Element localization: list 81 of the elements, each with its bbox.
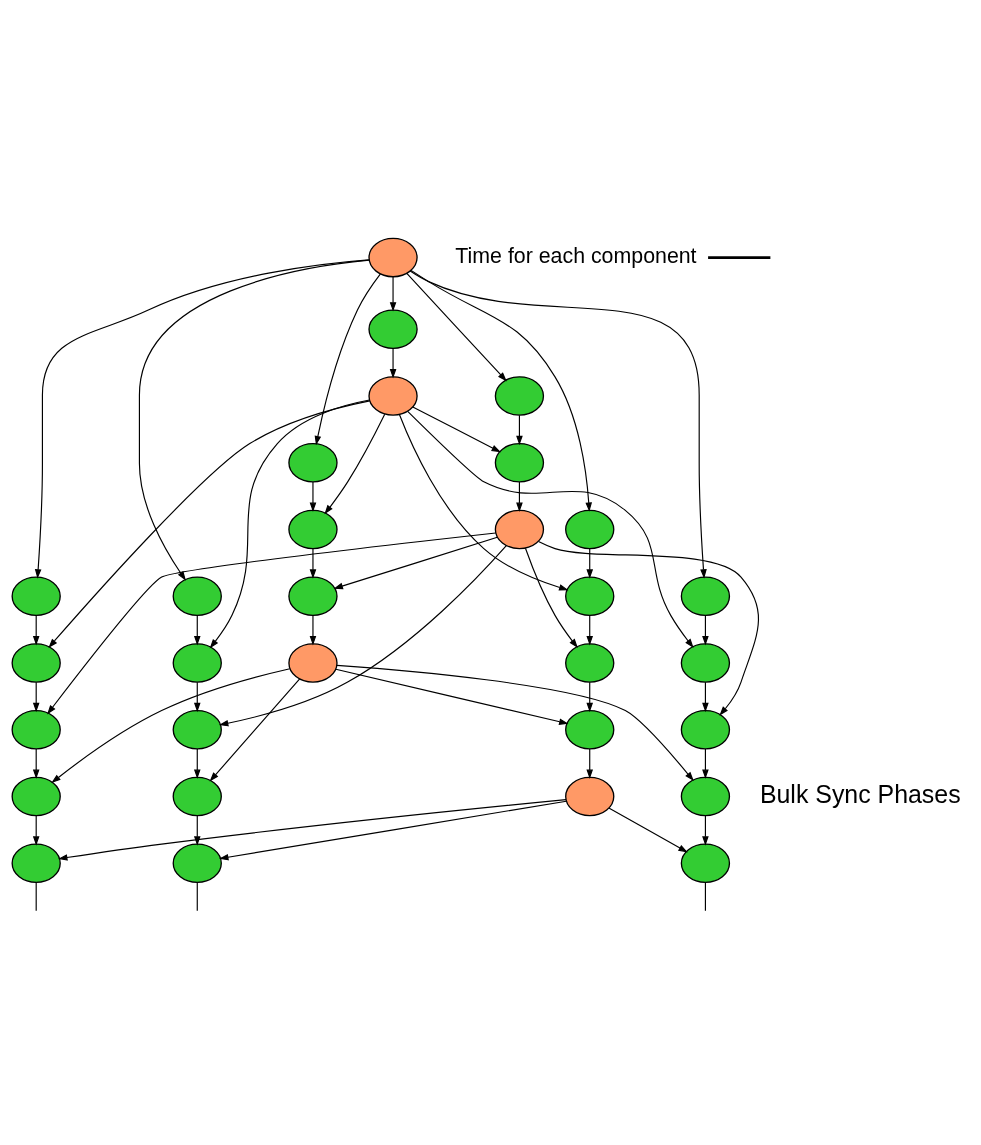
arrow [608, 807, 688, 853]
node-ellipse [172, 776, 222, 817]
node-ellipse [11, 643, 61, 683]
arrow [702, 815, 709, 846]
arrow [32, 614, 40, 646]
arrow [47, 532, 497, 715]
arrow [389, 348, 397, 379]
connector [704, 881, 706, 912]
arrow [702, 681, 709, 713]
arrow [516, 481, 523, 513]
arrow [219, 800, 567, 861]
node-ellipse [288, 442, 338, 483]
arrow [32, 815, 40, 846]
arrow [586, 681, 594, 713]
node-ellipse [494, 509, 545, 550]
arrow [389, 276, 397, 312]
connector [35, 881, 37, 912]
connector [196, 881, 198, 912]
node-ellipse [565, 709, 615, 750]
node-ellipse [680, 576, 731, 616]
arrow [586, 548, 594, 579]
node-ellipse [11, 576, 61, 616]
node-ellipse [680, 843, 731, 883]
label: Bulk Sync Phases [759, 779, 961, 808]
node-ellipse [288, 509, 338, 550]
arrow [537, 541, 760, 716]
node-ellipse [172, 709, 222, 750]
arrow [314, 273, 381, 446]
arrow [586, 614, 594, 646]
arrow [410, 269, 593, 512]
node-ellipse [368, 376, 418, 416]
arrow [193, 748, 201, 780]
arrow [309, 481, 317, 513]
node-ellipse [172, 643, 222, 683]
arrow [586, 748, 594, 780]
arrow [193, 681, 201, 713]
arrow [58, 799, 567, 861]
arrow [412, 406, 501, 453]
node-ellipse [565, 643, 615, 683]
arrow [218, 545, 507, 727]
arrow [409, 270, 707, 579]
node-ellipse [494, 376, 545, 416]
arrow [309, 614, 317, 646]
arrow [702, 748, 709, 780]
node-ellipse [368, 309, 418, 350]
arrow [333, 536, 498, 590]
arrow [335, 668, 569, 725]
arrow [398, 413, 569, 591]
arrow [524, 547, 578, 649]
arrow [516, 414, 523, 446]
legend-label: Time for each component [455, 244, 697, 269]
arrow [32, 681, 40, 713]
node-ellipse [288, 643, 338, 683]
node-ellipse [680, 643, 731, 683]
arrow [193, 614, 201, 646]
arrow [48, 400, 371, 648]
node-ellipse [11, 843, 61, 883]
node-ellipse [172, 576, 222, 616]
arrow [702, 614, 709, 646]
node-ellipse [565, 509, 615, 550]
node-ellipse [368, 237, 418, 278]
arrow [209, 678, 301, 782]
arrow [209, 399, 371, 649]
node-ellipse [288, 576, 338, 616]
arrow [193, 815, 201, 846]
arrow [406, 272, 507, 382]
arrow [324, 413, 386, 515]
arrow [407, 410, 694, 649]
arrow [309, 548, 317, 579]
arrow [138, 259, 370, 581]
node-ellipse [565, 776, 615, 817]
arrow [32, 748, 40, 780]
arrow [336, 664, 694, 782]
arrow [51, 668, 291, 784]
node-ellipse [494, 442, 545, 483]
node-ellipse [11, 709, 61, 750]
node-ellipse [172, 843, 222, 883]
node-ellipse [680, 709, 731, 750]
arrow [34, 259, 370, 579]
node-ellipse [565, 576, 615, 616]
node-ellipse [680, 776, 731, 817]
